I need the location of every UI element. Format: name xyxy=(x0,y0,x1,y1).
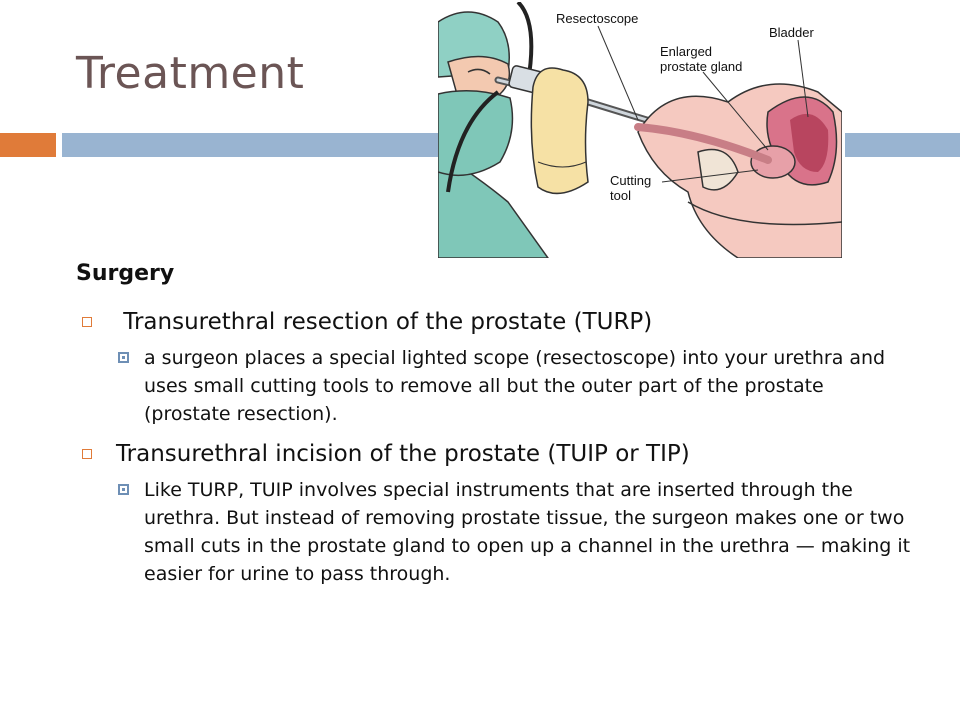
label-cutting-line1: Cutting xyxy=(610,173,651,188)
turp-illustration: Resectoscope Bladder Enlarged prostate g… xyxy=(438,2,842,258)
square-bullet-icon xyxy=(118,484,129,495)
square-bullet-icon xyxy=(118,352,129,363)
sub-list-item: Like TURP, TUIP involves special instrum… xyxy=(76,476,914,588)
label-bladder: Bladder xyxy=(769,25,814,40)
slide-content: Surgery Transurethral resection of the p… xyxy=(76,258,936,588)
list-item: Transurethral resection of the prostate … xyxy=(76,306,936,338)
sub-list-item-text: Like TURP, TUIP involves special instrum… xyxy=(144,479,911,585)
accent-bar-blue-right xyxy=(845,133,960,157)
label-enlarged-line2: prostate gland xyxy=(660,59,742,74)
label-cutting-line2: tool xyxy=(610,188,631,203)
square-bullet-icon xyxy=(82,317,92,327)
sub-list-item-text: a surgeon places a special lighted scope… xyxy=(144,347,886,425)
label-enlarged-line1: Enlarged xyxy=(660,44,712,59)
list-item-text: Transurethral incision of the prostate (… xyxy=(116,441,690,467)
section-heading: Surgery xyxy=(76,261,175,286)
list-item: Transurethral incision of the prostate (… xyxy=(76,438,936,470)
square-bullet-icon xyxy=(82,449,92,459)
sub-list-item: a surgeon places a special lighted scope… xyxy=(76,344,914,428)
label-resectoscope: Resectoscope xyxy=(556,11,638,26)
accent-bar-blue-left xyxy=(62,133,440,157)
list-item-text: Transurethral resection of the prostate … xyxy=(116,309,653,335)
accent-bar-orange xyxy=(0,133,56,157)
slide-title: Treatment xyxy=(76,48,305,99)
